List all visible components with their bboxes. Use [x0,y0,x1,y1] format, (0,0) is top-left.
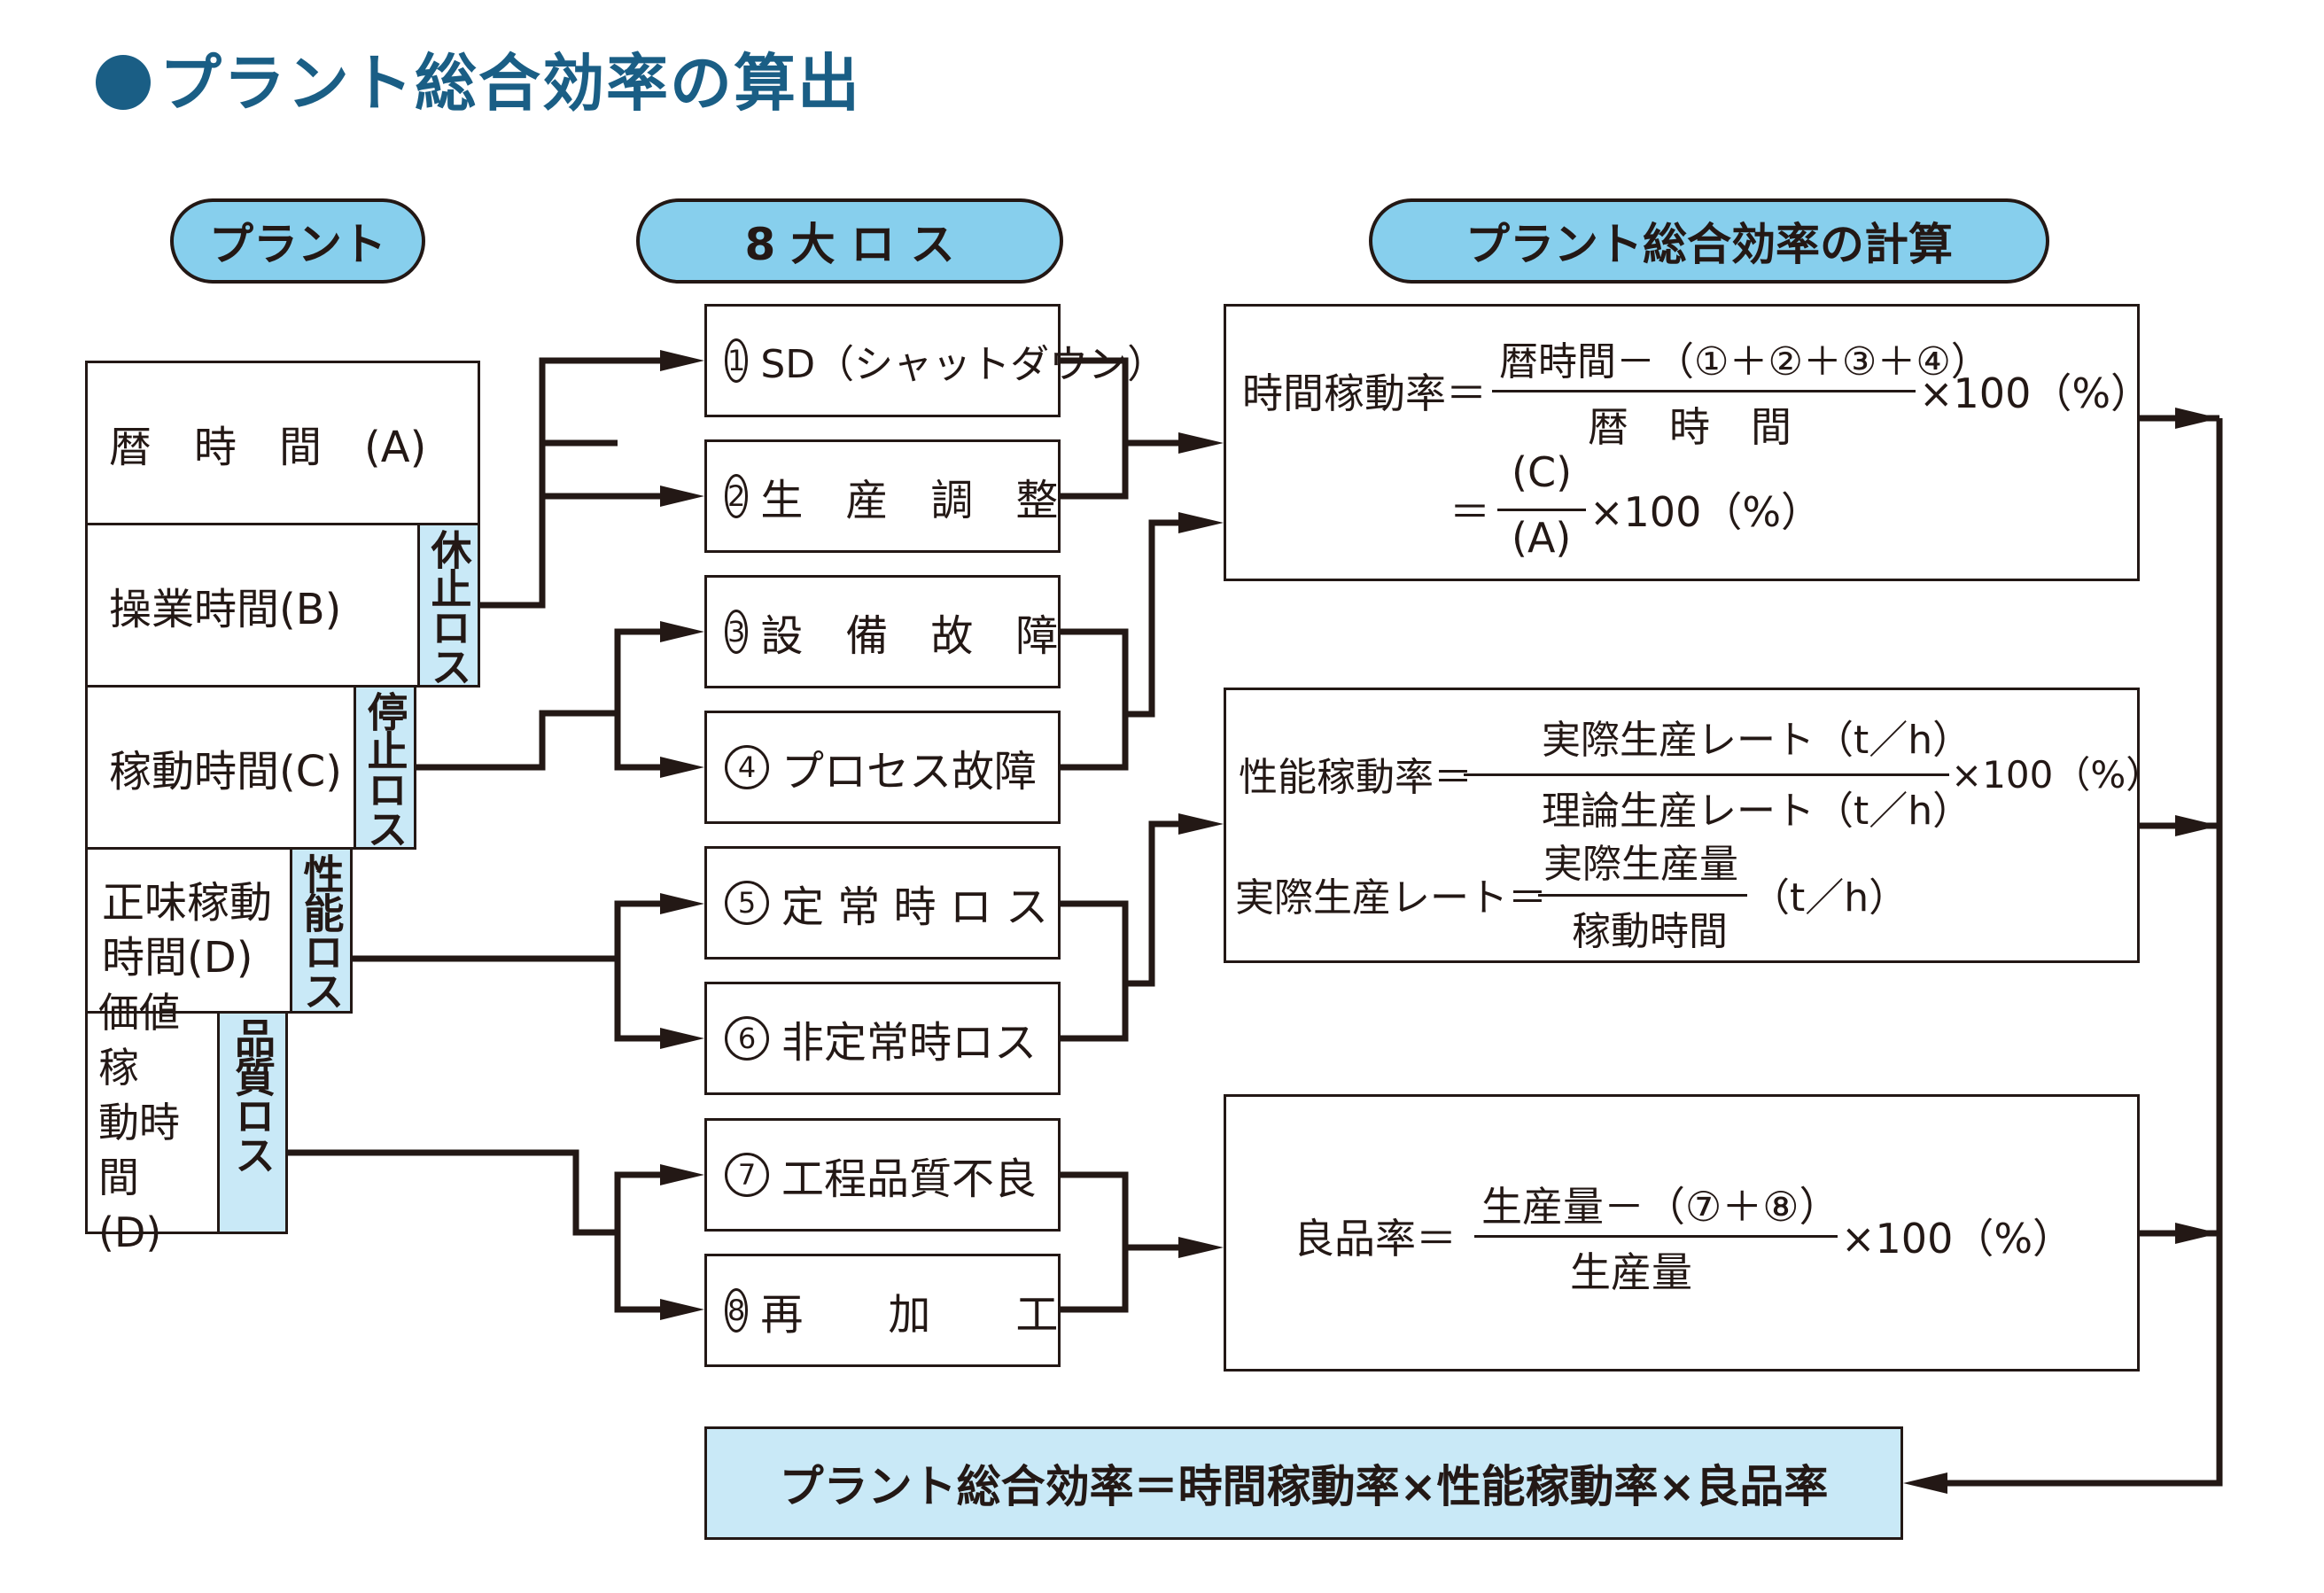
loss-item-label: 非定常時ロス [781,1018,1038,1068]
plant-row-label: 価値稼 動時間 (D) [98,989,180,1256]
bullet-icon [96,55,151,110]
loss-item-label: 設 備 故 障 [760,611,1059,661]
plant-row-label: 稼動時間(C) [109,747,342,796]
formula-multiplier: ×100（%） [1841,1215,2074,1263]
number-badge: 1 [725,338,749,383]
arrowhead [660,621,704,642]
number-badge: 2 [725,474,749,518]
connector-loss56 [1061,820,1178,1042]
arrowhead [660,893,704,914]
fraction-bar [1497,509,1586,511]
connector-result [1940,418,2223,1487]
number-badge: 6 [725,1016,769,1061]
number-badge: 3 [725,610,749,654]
arrowhead [660,486,704,507]
formula-denominator: (A) [1512,514,1572,562]
connector-stop [416,710,618,771]
fraction-bar [1538,894,1747,897]
arrowhead [1178,432,1224,454]
plant-row-label: 操業時間(B) [109,585,342,634]
connector-shutdown-split [539,357,660,500]
arrowhead [2175,815,2219,836]
formula-box-performance: 性能稼動率＝ 実際生産レート（t／h） 理論生産レート（t／h） ×100（%）… [1224,688,2163,963]
arrowhead [2175,408,2219,429]
plant-row-label: 正味稼動 時間(D) [102,878,273,983]
loss-label-shutdown: 休止ロス [417,523,480,688]
formula-box-time-availability: 時間稼動率＝ 暦時間－（①＋②＋③＋④） 暦 時 間 ×100（%） ＝ (C)… [1224,304,2151,581]
arrowhead [1178,813,1224,835]
formula-lhs: 実際生産レート＝ [1235,875,1547,921]
loss-item-label: プロセス故障 [781,747,1038,796]
formula-numerator: 暦時間－（①＋②＋③＋④） [1499,339,1990,385]
connector-quality [288,1149,660,1313]
header-losses: 8 大 ロ ス [636,198,1063,284]
arrowhead [1903,1473,1947,1494]
header-calc: プラント総合効率の計算 [1369,198,2049,284]
arrowhead [660,1299,704,1320]
page-title-text: プラント総合効率の算出 [159,47,861,120]
number-badge: 7 [725,1153,769,1197]
plant-row-label: 暦 時 間 (A) [109,423,427,472]
formula-lhs: 時間稼動率＝ [1242,369,1487,417]
loss-item-label: 工程品質不良 [781,1154,1038,1204]
formula-numerator: 生産量－（⑦＋⑧） [1481,1183,1840,1231]
formula-multiplier: ×100（%） [1589,488,1823,536]
arrowhead [660,350,704,371]
connector-loss78 [1061,1171,1178,1313]
formula-box-quality-rate: 良品率＝ 生産量－（⑦＋⑧） 生産量 ×100（%） [1224,1094,2140,1372]
formula-multiplier: ×100（%） [1919,369,2152,417]
header-plant: プラント [170,198,425,284]
loss-item: 5 定 常 時 ロ ス [704,846,1061,960]
connector-loss12 [1061,357,1178,500]
formula-numerator: (C) [1512,448,1573,496]
formula-denominator: 生産量 [1570,1248,1692,1296]
loss-label-performance: 性能ロス [290,847,353,1014]
arrowhead [660,1028,704,1049]
formula-numerator: 実際生産レート（t／h） [1542,718,1972,763]
fraction-bar [1474,1235,1838,1238]
arrowhead [660,1164,704,1185]
loss-item: 7 工程品質不良 [704,1118,1061,1232]
plant-row-value-time: 価値稼 動時間 (D) [85,989,220,1256]
result-formula: プラント総合効率＝時間稼動率×性能稼動率×良品率 [704,1426,1903,1540]
connector-shutdown [480,439,618,609]
arrowhead [1178,1237,1224,1258]
loss-label-stop: 停止ロス [354,685,416,850]
formula-multiplier: ×100（%） [1951,753,2164,796]
loss-item-label: 生 産 調 整 [760,476,1059,525]
formula-lhs: 良品率＝ [1294,1215,1457,1263]
formula-numerator: 実際生産量 [1543,842,1738,887]
connector-performance [353,900,660,1042]
page-title: プラント総合効率の算出 [96,34,861,123]
number-badge: 8 [725,1288,749,1333]
fraction-bar [1464,773,1949,776]
arrowhead [660,757,704,778]
formula-lhs: ＝ [1450,488,1490,536]
number-badge: 4 [725,745,769,789]
formula-denominator: 暦 時 間 [1588,403,1792,451]
loss-item-label: 定 常 時 ロ ス [781,882,1049,932]
loss-item-label: 再 加 工 [760,1290,1059,1340]
loss-label-quality: 品質ロス [217,1011,288,1234]
loss-item-label: SD（シャットダウン） [760,342,1167,387]
loss-item: 4 プロセス故障 [704,711,1061,824]
arrowhead [2175,1223,2219,1244]
fraction-bar [1492,390,1916,392]
formula-denominator: 理論生産レート（t／h） [1542,789,1972,834]
formula-lhs: 性能稼動率＝ [1239,755,1473,800]
loss-item: 6 非定常時ロス [704,982,1061,1095]
connector-loss34 [1061,519,1178,771]
formula-multiplier: （t／h） [1751,875,1908,921]
connector-stop-split [614,628,660,771]
number-badge: 5 [725,881,769,925]
arrowhead [1178,512,1224,533]
formula-denominator: 稼動時間 [1572,909,1728,954]
